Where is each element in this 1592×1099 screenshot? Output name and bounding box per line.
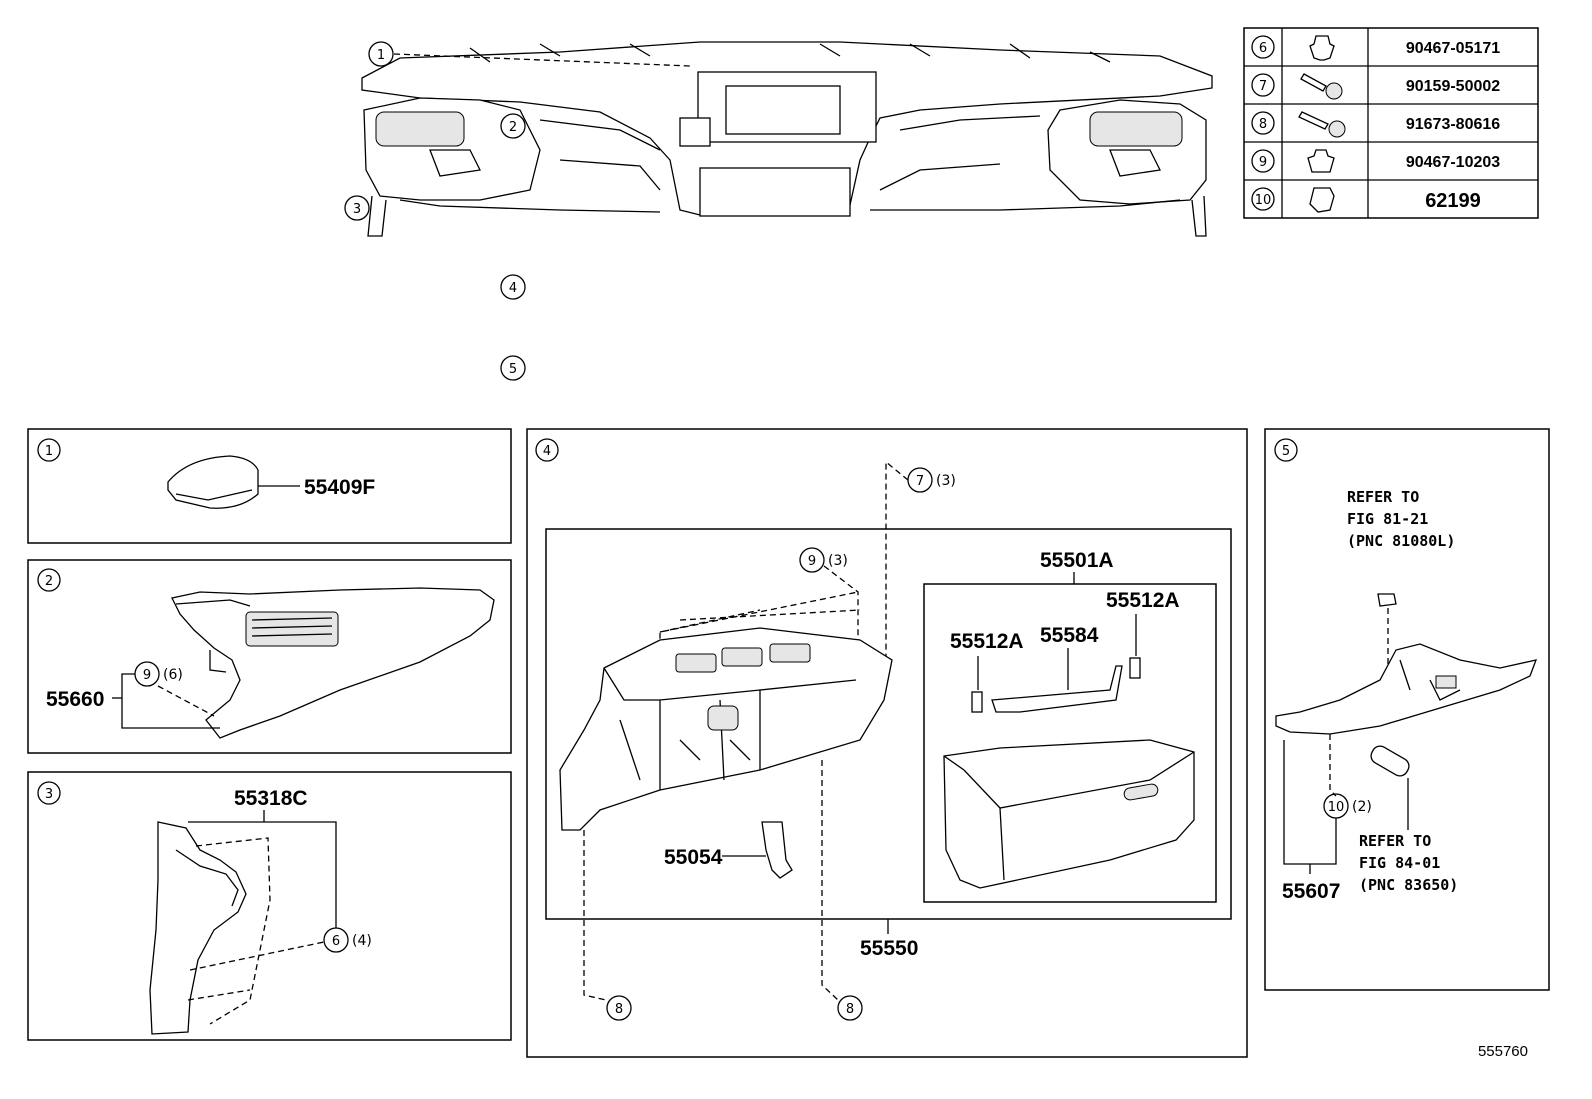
screw-callout: 8 xyxy=(615,1002,623,1017)
panel-1: 1 55409F xyxy=(27,428,512,544)
screw-icon xyxy=(1300,73,1343,100)
part-label: 55607 xyxy=(1282,880,1340,903)
screw-callout: 7 xyxy=(916,474,924,489)
fastener-legend-table: 6 90467-05171 7 90159-50002 8 91673-8061… xyxy=(1243,27,1539,219)
refer-text: FIG 81-21 xyxy=(1347,510,1428,528)
clip-qty: (2) xyxy=(1352,799,1372,815)
glove-box-door xyxy=(943,739,1195,889)
callout-1: 1 xyxy=(377,48,385,63)
fastener-callout: 9 xyxy=(143,668,151,683)
part-label: 55550 xyxy=(860,937,918,960)
screw-icon xyxy=(1298,111,1346,138)
screw-callout: 8 xyxy=(846,1002,854,1017)
legend-num: 10 xyxy=(1255,193,1272,208)
refer-text: (PNC 83650) xyxy=(1359,876,1458,894)
under-cover-part xyxy=(1275,643,1538,735)
panel-2-callout: 2 xyxy=(45,574,53,589)
legend-part-number: 62199 xyxy=(1425,190,1481,212)
part-label: 55318C xyxy=(234,787,308,810)
clip-callout: 9 xyxy=(808,554,816,569)
panel-4-callout: 4 xyxy=(543,444,551,459)
legend-part-number: 91673-80616 xyxy=(1406,116,1500,133)
legend-part-number: 90467-05171 xyxy=(1406,40,1500,57)
overview-callouts: 1 2 3 4 5 xyxy=(344,41,691,381)
instrument-panel-overview xyxy=(361,41,1213,237)
legend-num: 6 xyxy=(1259,41,1267,56)
callout-4: 4 xyxy=(509,281,517,296)
refer-text: REFER TO xyxy=(1359,832,1431,850)
part-label: 55512A xyxy=(950,630,1024,653)
clip-callout: 10 xyxy=(1328,800,1345,815)
clip-icon xyxy=(1309,187,1335,213)
panel-4: 4 7 (3) 9 (3) 55054 8 8 55550 55501A xyxy=(526,428,1248,1058)
part-label: 55054 xyxy=(664,846,723,869)
screw-qty: (3) xyxy=(936,473,956,489)
clip-qty: (3) xyxy=(828,553,848,569)
legend-num: 9 xyxy=(1259,155,1267,170)
side-cover-part xyxy=(149,821,247,1035)
callout-5: 5 xyxy=(509,362,517,377)
panel-2: 2 9 (6) 55660 xyxy=(27,559,512,754)
panel-3-callout: 3 xyxy=(45,787,53,802)
part-label: 55409F xyxy=(304,476,375,499)
panel-3: 3 55318C 6 (4) xyxy=(27,771,512,1041)
part-label: 55584 xyxy=(1040,624,1099,647)
lock-part xyxy=(761,821,793,879)
part-label: 55512A xyxy=(1106,589,1180,612)
part-label: 55660 xyxy=(46,688,104,711)
clip-icon xyxy=(1309,35,1335,61)
cover-part xyxy=(167,455,259,509)
refer-text: FIG 84-01 xyxy=(1359,854,1440,872)
side-panel-part xyxy=(171,587,495,739)
illustration-id: 555760 xyxy=(1478,1043,1528,1060)
refer-text: (PNC 81080L) xyxy=(1347,532,1455,550)
clip-icon xyxy=(1307,149,1335,173)
refer-text: REFER TO xyxy=(1347,488,1419,506)
legend-num: 7 xyxy=(1259,79,1267,94)
fastener-callout: 6 xyxy=(332,934,340,949)
panel-5: 5 REFER TO FIG 81-21 (PNC 81080L) 10 (2)… xyxy=(1264,428,1550,991)
assembly-label: 55501A xyxy=(1040,549,1114,572)
callout-2: 2 xyxy=(509,120,517,135)
legend-num: 8 xyxy=(1259,117,1267,132)
fastener-qty: (4) xyxy=(352,933,372,949)
legend-part-number: 90467-10203 xyxy=(1406,154,1500,171)
fastener-qty: (6) xyxy=(163,667,183,683)
panel-1-callout: 1 xyxy=(45,444,53,459)
panel-5-callout: 5 xyxy=(1282,444,1290,459)
callout-3: 3 xyxy=(353,202,361,217)
legend-part-number: 90159-50002 xyxy=(1406,78,1500,95)
